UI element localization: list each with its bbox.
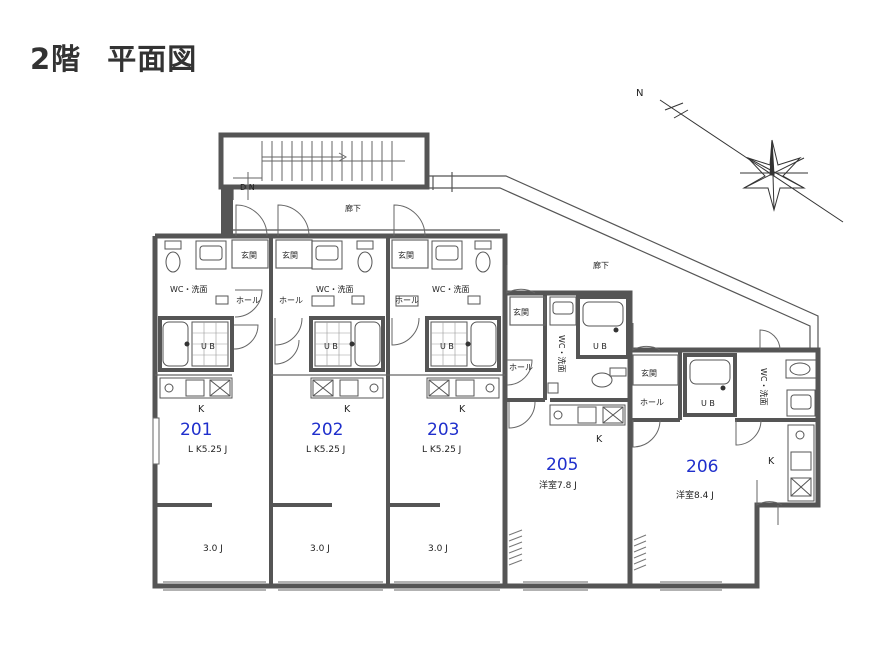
bath-units [158,295,737,417]
unit-206: 玄関 WC・洗面 ホール U B K 206 洋室8.4 J [640,368,775,501]
unit-201-sub-room: 3.0 J [203,544,223,554]
compass-north-label: N [636,88,643,99]
unit-203-bath: U B [440,342,454,351]
unit-202-number: 202 [311,420,343,440]
unit-202-entry: 玄関 [282,250,298,260]
unit-206-main-room: 洋室8.4 J [676,489,714,501]
kitchens [159,377,815,502]
compass-icon: N [636,88,844,223]
unit-206-kitchen: K [768,456,775,467]
unit-206-wc: WC・洗面 [759,368,769,406]
fixtures [164,240,817,417]
unit-202-wc: WC・洗面 [316,284,354,294]
unit-202-main-room: L K5.25 J [306,445,345,455]
unit-206-entry: 玄関 [641,368,657,378]
unit-201: 玄関 WC・洗面 ホール U B K 201 L K5.25 J 3.0 J [170,250,260,554]
unit-201-bath: U B [201,342,215,351]
unit-205-number: 205 [546,455,578,475]
unit-202: 玄関 WC・洗面 ホール U B K 202 L K5.25 J 3.0 J [279,250,354,554]
page-title: 2階平面図 [30,36,197,78]
interior-walls [155,236,818,586]
stair: D N [218,132,430,235]
unit-202-hall: ホール [279,296,303,305]
unit-205-main-room: 洋室7.8 J [539,479,577,491]
unit-201-wc: WC・洗面 [170,284,208,294]
unit-205-bath: U B [593,342,607,351]
unit-203-entry: 玄関 [398,250,414,260]
unit-205-kitchen: K [596,434,603,445]
unit-206-number: 206 [686,457,718,477]
unit-206-bath: U B [701,399,715,408]
balcony-hatch [508,529,647,571]
floor-label: 2階 [30,42,82,76]
unit-202-sub-room: 3.0 J [310,544,330,554]
unit-205-wc: WC・洗面 [557,335,567,373]
unit-201-number: 201 [180,420,212,440]
windows [152,417,779,591]
unit-206-hall: ホール [640,398,664,407]
unit-202-kitchen: K [344,404,351,415]
unit-203-sub-room: 3.0 J [428,544,448,554]
corridor-outline [232,172,819,350]
corridor-label-1: 廊下 [345,203,361,213]
unit-205: 玄関 WC・洗面 ホール U B K 205 洋室7.8 J [509,307,607,491]
unit-205-hall: ホール [509,363,533,372]
unit-201-entry: 玄関 [241,250,257,260]
unit-201-kitchen: K [198,404,205,415]
plan-label: 平面図 [107,42,198,76]
room-partitions [155,239,679,386]
unit-203-main-room: L K5.25 J [422,445,461,455]
unit-202-bath: U B [324,342,338,351]
unit-203: 玄関 WC・洗面 ホール U B K 203 L K5.25 J 3.0 J [395,250,470,554]
door-swings [233,204,783,506]
corridor-label-2: 廊下 [593,260,609,270]
unit-203-number: 203 [427,420,459,440]
unit-203-kitchen: K [459,404,466,415]
unit-203-wc: WC・洗面 [432,284,470,294]
unit-201-main-room: L K5.25 J [188,445,227,455]
building-walls [152,233,821,589]
stair-dn-label: D N [240,183,255,192]
unit-201-hall: ホール [236,296,260,305]
unit-203-hall: ホール [395,296,419,305]
unit-205-entry: 玄関 [513,307,529,317]
